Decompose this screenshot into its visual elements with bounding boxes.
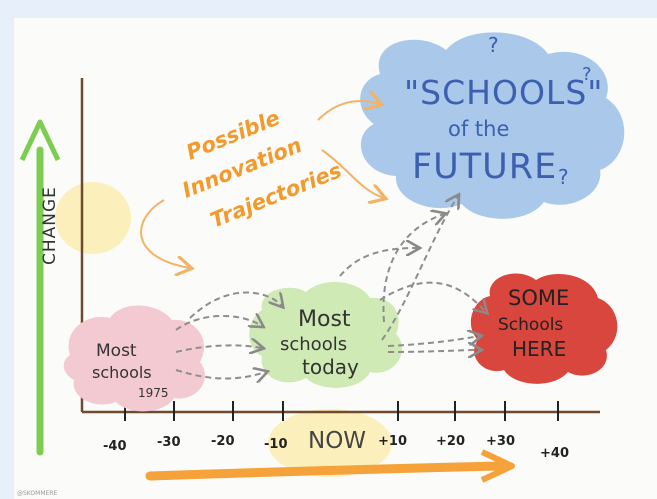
annotation-text: Possible Innovation Trajectories [179,105,345,232]
tick-label: -40 [103,439,127,454]
tick-label: +30 [486,434,515,449]
yellow-glow-bottom [268,409,392,477]
question-mark-top: ? [488,33,499,57]
change-up-arrow [19,119,61,456]
question-mark-bottom: ? [558,165,569,189]
tick-marks [124,401,559,421]
cloud-today [249,281,403,388]
cloud-1975-text: Most schools 1975 [92,341,169,400]
tick-label: -30 [157,435,181,450]
cloud-some-schools [470,273,618,384]
cloud-some-schools-text: SOME Schools HERE [498,286,569,361]
tick-labels: -40 -30 -20 -10 NOW +10 +20 +30 +40 [103,428,569,461]
cloud-1975 [63,305,205,412]
tick-label: +40 [540,446,569,461]
cloud-today-line-3: today [302,355,359,379]
cloud-future-line-2: of the [448,117,509,141]
cloud-1975-line-3: 1975 [138,386,169,400]
y-axis-label: CHANGE [40,186,60,265]
question-mark-right: ? [582,64,592,85]
time-arrow [145,449,515,483]
cloud-future [360,32,625,219]
cloud-future-line-3: FUTURE [412,147,557,187]
annotation-arrows [140,101,384,268]
tick-label: +10 [378,434,407,449]
tick-label: +20 [436,434,465,449]
cloud-future-text: "SCHOOLS" of the FUTURE [404,73,603,187]
tick-label: -10 [264,437,288,452]
cloud-1975-line-1: Most [96,341,137,361]
author-credit: @SKOMMERE [17,490,57,497]
cloud-today-line-2: schools [280,334,347,355]
innovation-trajectories [175,196,486,379]
cloud-today-line-1: Most [298,307,351,332]
tick-label: -20 [211,434,235,449]
cloud-some-line-3: HERE [512,337,566,361]
yellow-glow-left [55,182,131,254]
cloud-1975-line-2: schools [92,363,152,382]
cloud-some-line-2: Schools [498,315,563,335]
tick-label-now: NOW [308,428,366,454]
cloud-today-text: Most schools today [280,307,359,379]
cloud-some-line-1: SOME [508,286,569,310]
cloud-future-line-1: "SCHOOLS" [404,73,603,112]
